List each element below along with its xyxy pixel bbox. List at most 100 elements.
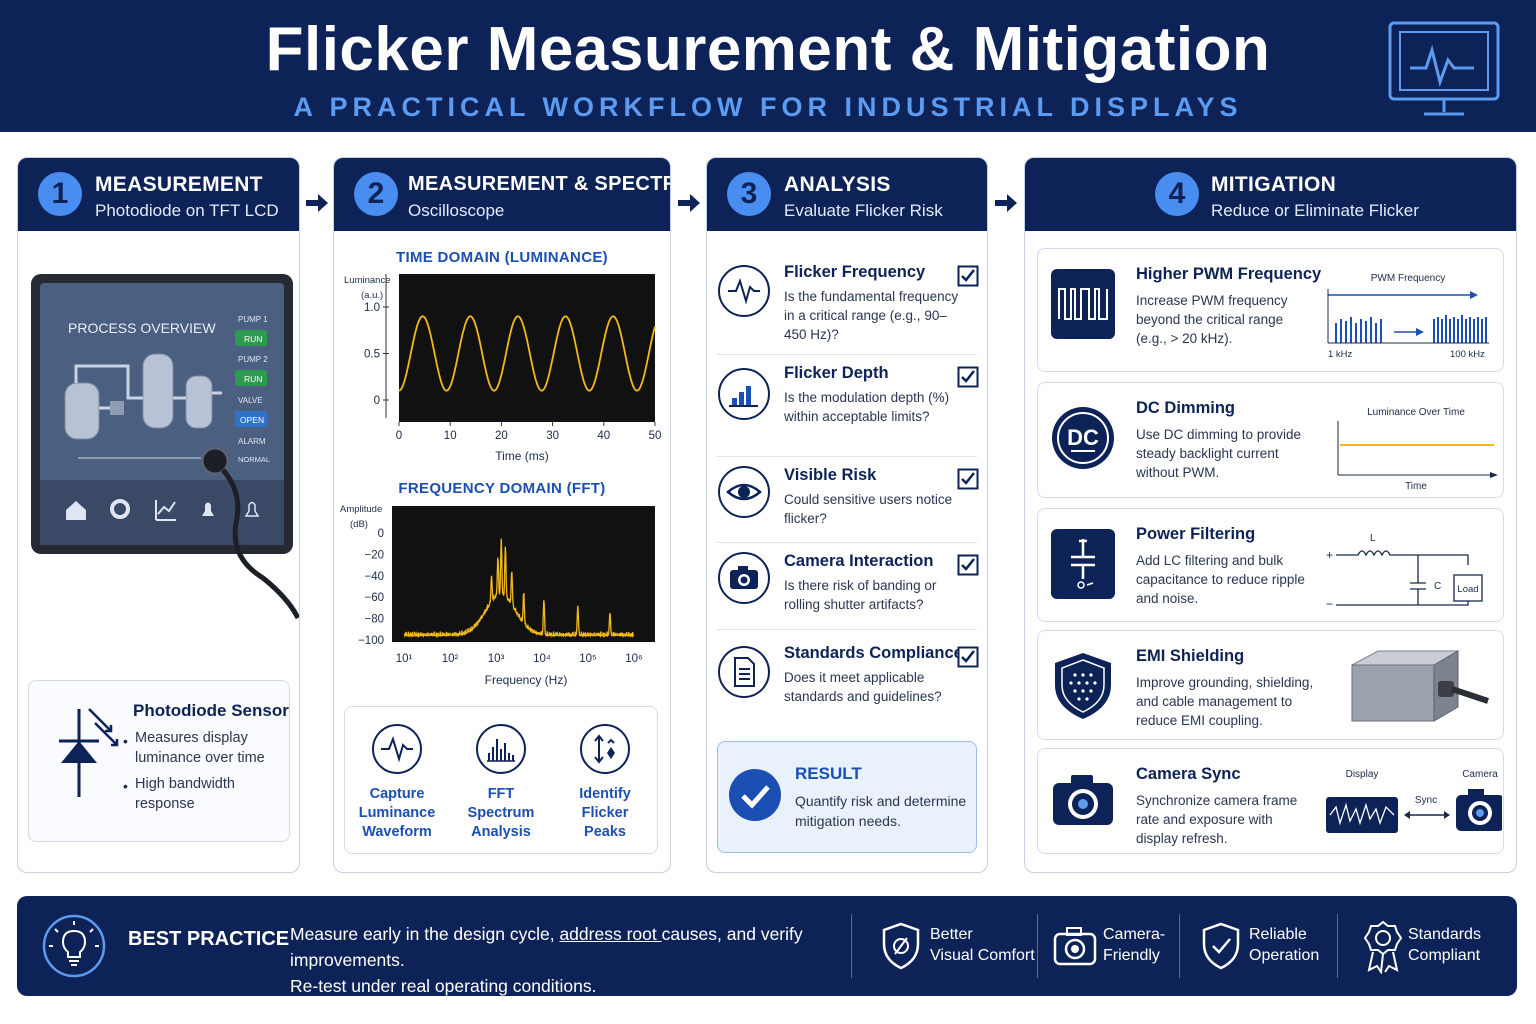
- panel-header: 4 MITIGATION Reduce or Eliminate Flicker: [1025, 158, 1516, 231]
- y-tick-label: −60: [364, 592, 384, 604]
- peaks-arrows-icon: [580, 724, 630, 774]
- y-axis-label: Luminance: [344, 275, 390, 286]
- eye-icon: [718, 466, 770, 518]
- camera-icon: [1053, 927, 1097, 966]
- best-practice-text: Measure early in the design cycle, addre…: [290, 924, 803, 996]
- panel-title: ANALYSIS: [784, 173, 891, 196]
- sensor-bullet: Measures display luminance over time: [135, 730, 265, 766]
- run-button[interactable]: [235, 330, 267, 346]
- lc-filter-schematic: + L C Load −: [1326, 533, 1483, 611]
- trend-icon[interactable]: [155, 500, 176, 521]
- y-tick-label: 0: [374, 395, 380, 407]
- svg-text:OPEN: OPEN: [240, 415, 264, 425]
- capacitor-filter-icon: [1051, 529, 1115, 599]
- x-tick-label: 10⁶: [625, 653, 643, 665]
- panel-measurement: 1 MEASUREMENT Photodiode on TFT LCD PROC…: [17, 157, 300, 873]
- sensor-title: Photodiode Sensor: [133, 701, 289, 720]
- arrow-right-icon: [995, 194, 1017, 212]
- photodiode-icon: [59, 708, 119, 797]
- y-tick-label: 0.5: [364, 349, 380, 361]
- page-subtitle: A PRACTICAL WORKFLOW FOR INDUSTRIAL DISP…: [293, 92, 1243, 122]
- screen-controls: PUMP 1 RUN PUMP 2 RUN VALVE OPEN ALARM N…: [235, 315, 270, 464]
- award-badge-icon: [1363, 920, 1403, 974]
- check-circle-icon: [729, 769, 781, 821]
- panel-title: MEASUREMENT & SPECTRUM: [408, 173, 670, 195]
- checkbox-checked-icon[interactable]: [957, 468, 979, 490]
- x-axis-label: Time (ms): [495, 449, 549, 463]
- arrow-right-icon: [678, 194, 700, 212]
- page-title: Flicker Measurement & Mitigation: [265, 15, 1271, 84]
- home-icon[interactable]: [66, 501, 86, 520]
- result-card: RESULT Quantify risk and determine mitig…: [717, 741, 977, 853]
- x-tick-label: 0: [396, 430, 402, 442]
- analysis-item-standards: Standards Compliance Does it meet applic…: [707, 638, 987, 738]
- svg-text:ALARM: ALARM: [238, 437, 266, 446]
- mitigation-card-pwm: Higher PWM Frequency Increase PWM freque…: [1037, 248, 1504, 372]
- x-tick-label: 40: [597, 430, 610, 442]
- checkbox-checked-icon[interactable]: [957, 366, 979, 388]
- svg-text:RUN: RUN: [244, 374, 262, 384]
- x-tick-label: 10¹: [396, 653, 413, 665]
- alarm-icon[interactable]: [202, 502, 214, 517]
- spectrum-trace: [403, 538, 634, 639]
- x-tick-label: 10²: [442, 653, 459, 665]
- svg-text:PUMP 2: PUMP 2: [238, 355, 268, 364]
- step-number: 2: [354, 172, 398, 216]
- run-button[interactable]: [235, 370, 267, 386]
- svg-text:Time: Time: [1405, 481, 1427, 491]
- camera-icon: [1053, 775, 1113, 825]
- checkbox-checked-icon[interactable]: [957, 554, 979, 576]
- result-desc: Quantify risk and determine mitigation n…: [795, 793, 967, 829]
- gear-icon[interactable]: [110, 499, 130, 519]
- shield-icon: [1055, 653, 1111, 719]
- y-tick-label: −20: [364, 549, 384, 561]
- open-button[interactable]: [235, 411, 267, 427]
- x-tick-label: 20: [495, 430, 508, 442]
- benefit-camera-friendly: Camera-Friendly: [1103, 926, 1166, 964]
- best-practice-label: BEST PRACTICE: [128, 928, 290, 950]
- bar-chart-icon: [718, 368, 770, 420]
- sensor-bullet: High bandwidth response: [135, 776, 235, 812]
- pwm-frequency-figure: PWM Frequency 1 kHz 100 kHz: [1327, 273, 1489, 359]
- svg-text:100 kHz: 100 kHz: [1450, 349, 1485, 359]
- panel-subtitle: Reduce or Eliminate Flicker: [1211, 201, 1419, 220]
- header: Flicker Measurement & Mitigation A PRACT…: [0, 0, 1536, 132]
- svg-text:+: +: [1326, 548, 1333, 562]
- panel-header: 1 MEASUREMENT Photodiode on TFT LCD: [18, 158, 299, 231]
- panel-subtitle: Photodiode on TFT LCD: [95, 201, 279, 220]
- analysis-item-frequency: Flicker Frequency Is the fundamental fre…: [707, 257, 987, 357]
- svg-text:Display: Display: [1346, 769, 1379, 780]
- svg-text:C: C: [1434, 581, 1441, 592]
- panel-title: MEASUREMENT: [95, 173, 263, 196]
- step-number: 1: [38, 172, 82, 216]
- shielded-enclosure-illustration: [1351, 650, 1489, 722]
- arrow-right-icon: [306, 194, 328, 212]
- svg-text:Load: Load: [1457, 584, 1478, 595]
- y-axis-label: (a.u.): [361, 290, 383, 301]
- waveform-icon: [372, 724, 422, 774]
- panel-subtitle: Oscilloscope: [408, 201, 505, 220]
- svg-text:NORMAL: NORMAL: [238, 455, 270, 464]
- svg-text:Luminance Over Time: Luminance Over Time: [1367, 407, 1465, 418]
- dc-luminance-figure: Luminance Over Time Time: [1337, 407, 1498, 491]
- svg-text:−: −: [1326, 597, 1333, 611]
- step-number: 3: [727, 172, 771, 216]
- hmi-display-illustration: PROCESS OVERVIEW PUMP 1 RUN PUMP 2 RUN V…: [31, 274, 299, 620]
- panel-spectrum: 2 MEASUREMENT & SPECTRUM Oscilloscope TI…: [333, 157, 671, 873]
- x-axis-label: Frequency (Hz): [485, 673, 568, 687]
- analysis-item-camera: Camera Interaction Is there risk of band…: [707, 546, 987, 646]
- bell-icon[interactable]: [244, 501, 260, 517]
- checkbox-checked-icon[interactable]: [957, 265, 979, 287]
- panel-mitigation: 4 MITIGATION Reduce or Eliminate Flicker…: [1024, 157, 1517, 873]
- x-tick-label: 10⁵: [579, 653, 597, 665]
- checkbox-checked-icon[interactable]: [957, 646, 979, 668]
- svg-text:VALVE: VALVE: [238, 396, 263, 405]
- x-tick-label: 50: [649, 430, 662, 442]
- luminance-trace: [398, 315, 656, 392]
